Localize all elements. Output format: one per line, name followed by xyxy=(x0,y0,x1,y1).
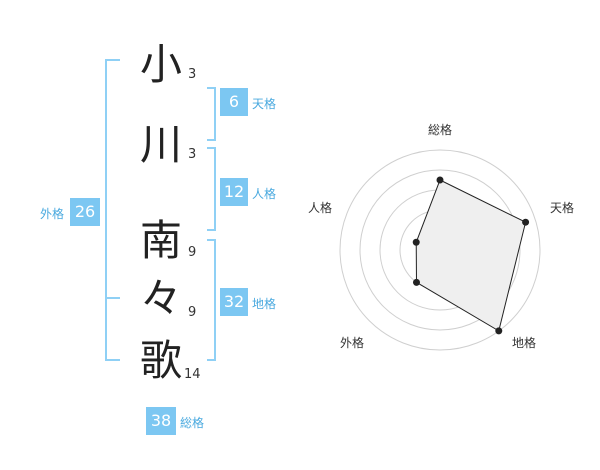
jin-value-badge: 12 xyxy=(220,178,248,206)
radar-label-chi: 地格 xyxy=(512,336,537,350)
jin-label: 人格 xyxy=(252,187,277,201)
radar-label-ten: 天格 xyxy=(550,201,575,215)
name-char-3: 南 xyxy=(140,216,183,265)
gai-label: 外格 xyxy=(40,207,65,221)
gai-value-badge: 26 xyxy=(70,198,100,226)
radar-point-2 xyxy=(522,218,530,226)
radar-point-5 xyxy=(412,238,420,246)
name-char-2: 川 xyxy=(140,120,183,169)
radar-label-sou: 総格 xyxy=(428,123,453,137)
stroke-count-5: 14 xyxy=(184,367,201,382)
name-char-1: 小 xyxy=(140,40,183,89)
radar-polygon xyxy=(415,179,527,332)
stroke-count-2: 3 xyxy=(188,147,197,162)
ten-value-badge: 6 xyxy=(220,88,248,116)
radar-point-3 xyxy=(495,327,503,335)
radar-ring-2 xyxy=(359,169,521,331)
radar-point-1 xyxy=(436,176,444,184)
stroke-count-3: 9 xyxy=(188,245,197,260)
radar-point-4 xyxy=(412,278,420,286)
sou-value-badge: 38 xyxy=(146,407,176,435)
name-char-4: 々 xyxy=(140,274,183,323)
radar-label-gai: 外格 xyxy=(340,336,365,350)
stroke-count-4: 9 xyxy=(188,305,197,320)
chi-bracket xyxy=(207,239,216,361)
name-char-5: 歌 xyxy=(140,336,183,385)
ten-bracket xyxy=(207,87,216,141)
ten-label: 天格 xyxy=(252,97,277,111)
radar-ring-1 xyxy=(339,149,541,351)
gai-bracket xyxy=(105,59,120,361)
chi-value-badge: 32 xyxy=(220,288,248,316)
sou-label: 総格 xyxy=(180,416,205,430)
jin-bracket xyxy=(207,147,216,231)
stroke-count-1: 3 xyxy=(188,67,197,82)
radar-label-jin: 人格 xyxy=(308,201,333,215)
radar-points xyxy=(412,176,530,335)
chi-label: 地格 xyxy=(252,297,277,311)
